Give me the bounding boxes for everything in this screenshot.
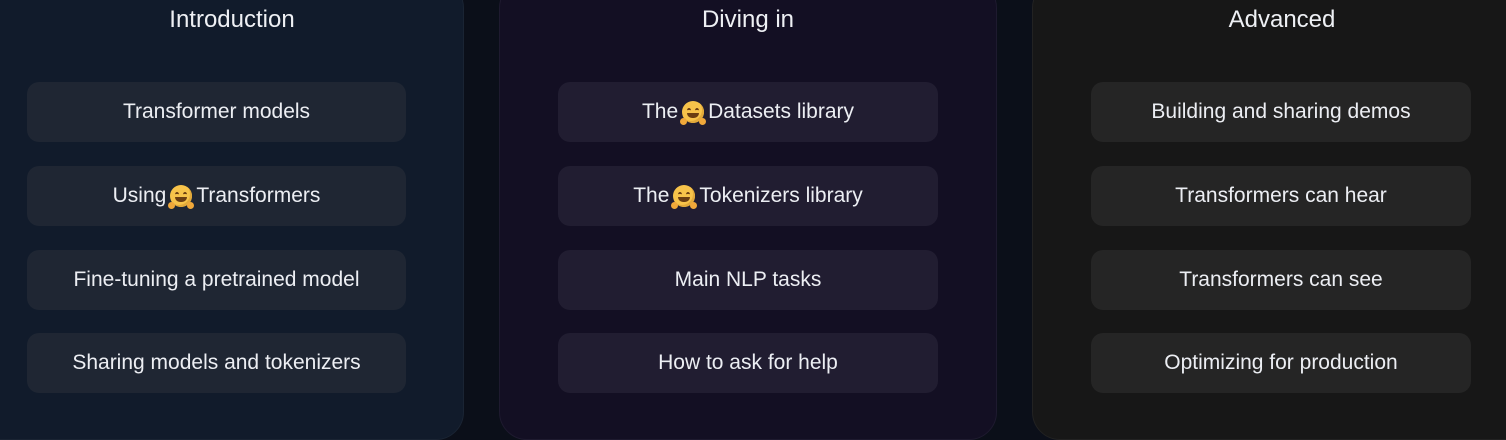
hugging-face-icon	[680, 101, 707, 125]
chapter-link[interactable]: Transformers can hear	[1091, 166, 1471, 226]
chapter-label: Tokenizers library	[699, 184, 863, 207]
chapter-link[interactable]: Sharing models and tokenizers	[27, 333, 406, 393]
chapter-label: Sharing models and tokenizers	[72, 351, 361, 374]
chapter-link[interactable]: How to ask for help	[558, 333, 938, 393]
chapter-link[interactable]: Main NLP tasks	[558, 250, 938, 310]
chapter-link[interactable]: The Tokenizers library	[558, 166, 938, 226]
chapter-label: Optimizing for production	[1164, 351, 1398, 374]
hugging-face-icon	[168, 185, 195, 209]
chapter-link[interactable]: Fine-tuning a pretrained model	[27, 250, 406, 310]
section-title: Advanced	[1228, 6, 1336, 33]
chapter-link[interactable]: Transformers can see	[1091, 250, 1471, 310]
section-diving-in: Diving in The Datasets library The Token…	[499, 0, 997, 440]
chapter-label: The	[633, 184, 670, 207]
chapter-label: Transformers can hear	[1175, 184, 1387, 207]
chapter-label: Fine-tuning a pretrained model	[73, 268, 360, 291]
chapter-label: The	[641, 100, 679, 123]
hugging-face-icon	[671, 185, 698, 209]
chapter-link[interactable]: Building and sharing demos	[1091, 82, 1471, 142]
section-introduction: Introduction Transformer models Using Tr…	[0, 0, 464, 440]
chapter-label: How to ask for help	[658, 351, 838, 374]
section-title: Diving in	[701, 6, 795, 33]
chapter-label: Transformer models	[122, 100, 311, 123]
chapter-label: Using	[112, 184, 167, 207]
chapter-link[interactable]: Transformer models	[27, 82, 406, 142]
chapter-label: Transformers can see	[1179, 268, 1383, 291]
section-title: Introduction	[169, 6, 295, 33]
chapter-label: Datasets library	[708, 100, 855, 123]
chapter-link[interactable]: The Datasets library	[558, 82, 938, 142]
chapter-link[interactable]: Using Transformers	[27, 166, 406, 226]
chapter-label: Transformers	[196, 184, 321, 207]
section-advanced: Advanced Building and sharing demos Tran…	[1032, 0, 1506, 440]
chapter-label: Main NLP tasks	[674, 268, 822, 291]
chapter-link[interactable]: Optimizing for production	[1091, 333, 1471, 393]
chapter-label: Building and sharing demos	[1151, 100, 1411, 123]
